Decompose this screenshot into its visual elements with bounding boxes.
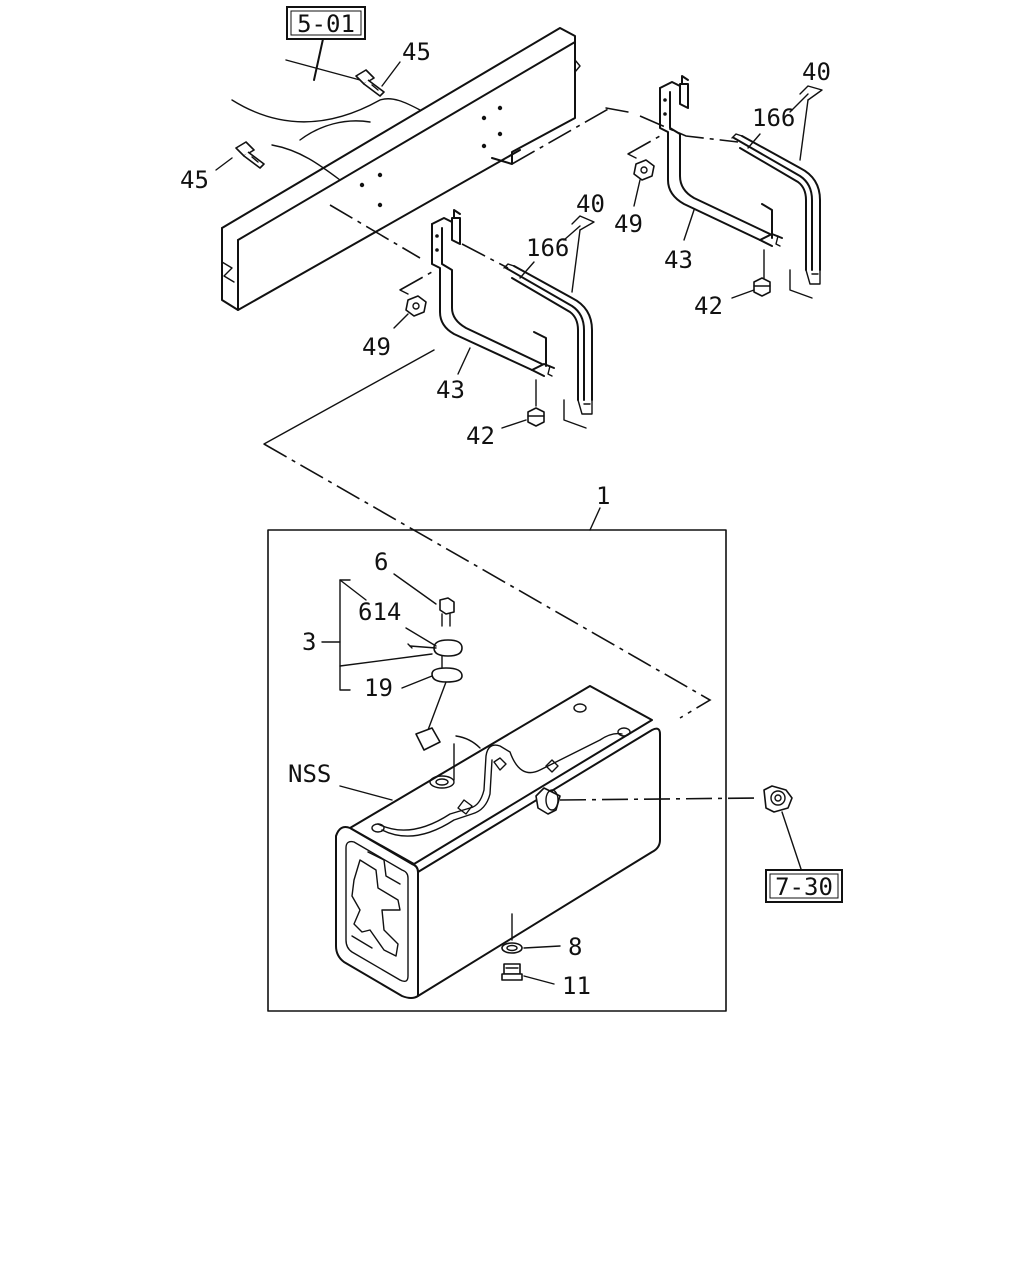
screw-6-label: 6: [374, 548, 388, 576]
nut-49-right-label: 49: [614, 210, 643, 238]
nut-49-left-icon: [405, 295, 427, 317]
tank-assembly-box: [267, 529, 727, 1012]
nut-49-left-label: 49: [362, 333, 391, 361]
nut-42-left-icon: [527, 407, 545, 427]
gasket-614-label: 614: [358, 598, 401, 626]
fuel-tank-drawing-icon: [335, 685, 661, 999]
tank-bracket-left-icon: [431, 209, 593, 429]
bolt-left-icon: [235, 141, 265, 169]
fuel-cap-reference-box[interactable]: 7-30: [765, 869, 843, 903]
bracket-43-right-label: 43: [664, 246, 693, 274]
plug-11-icon: [501, 963, 523, 981]
fuel-sender-unit-drawing-icon: [407, 597, 463, 751]
nut-42-right-icon: [753, 277, 771, 297]
bracket-43-left-label: 43: [436, 376, 465, 404]
nut-42-left-label: 42: [466, 422, 495, 450]
bolt-left-label: 45: [180, 166, 209, 194]
band-right-label: 166: [752, 104, 795, 132]
unit-3-label: 3: [302, 628, 316, 656]
frame-reference-label: 5-01: [297, 10, 355, 38]
tank-assembly-label: 1: [596, 482, 610, 510]
nut-49-right-icon: [633, 159, 655, 181]
bolt-top-label: 45: [402, 38, 431, 66]
band-left-label: 166: [526, 234, 569, 262]
bolt-top-icon: [355, 69, 385, 97]
fuel-cap-reference-label: 7-30: [775, 873, 833, 901]
filler-cap-icon: [763, 785, 793, 813]
nss-label: NSS: [288, 760, 331, 788]
washer-8-icon: [501, 942, 523, 954]
washer-8-label: 8: [568, 933, 582, 961]
gauge-19-label: 19: [364, 674, 393, 702]
frame-rail-drawing-icon: [221, 27, 581, 311]
frame-reference-box[interactable]: 5-01: [286, 6, 366, 40]
tank-bracket-right-icon: [659, 75, 821, 299]
nut-42-right-label: 42: [694, 292, 723, 320]
bracket-assy-left-label: 40: [576, 190, 605, 218]
plug-11-label: 11: [562, 972, 591, 1000]
bracket-assy-right-label: 40: [802, 58, 831, 86]
